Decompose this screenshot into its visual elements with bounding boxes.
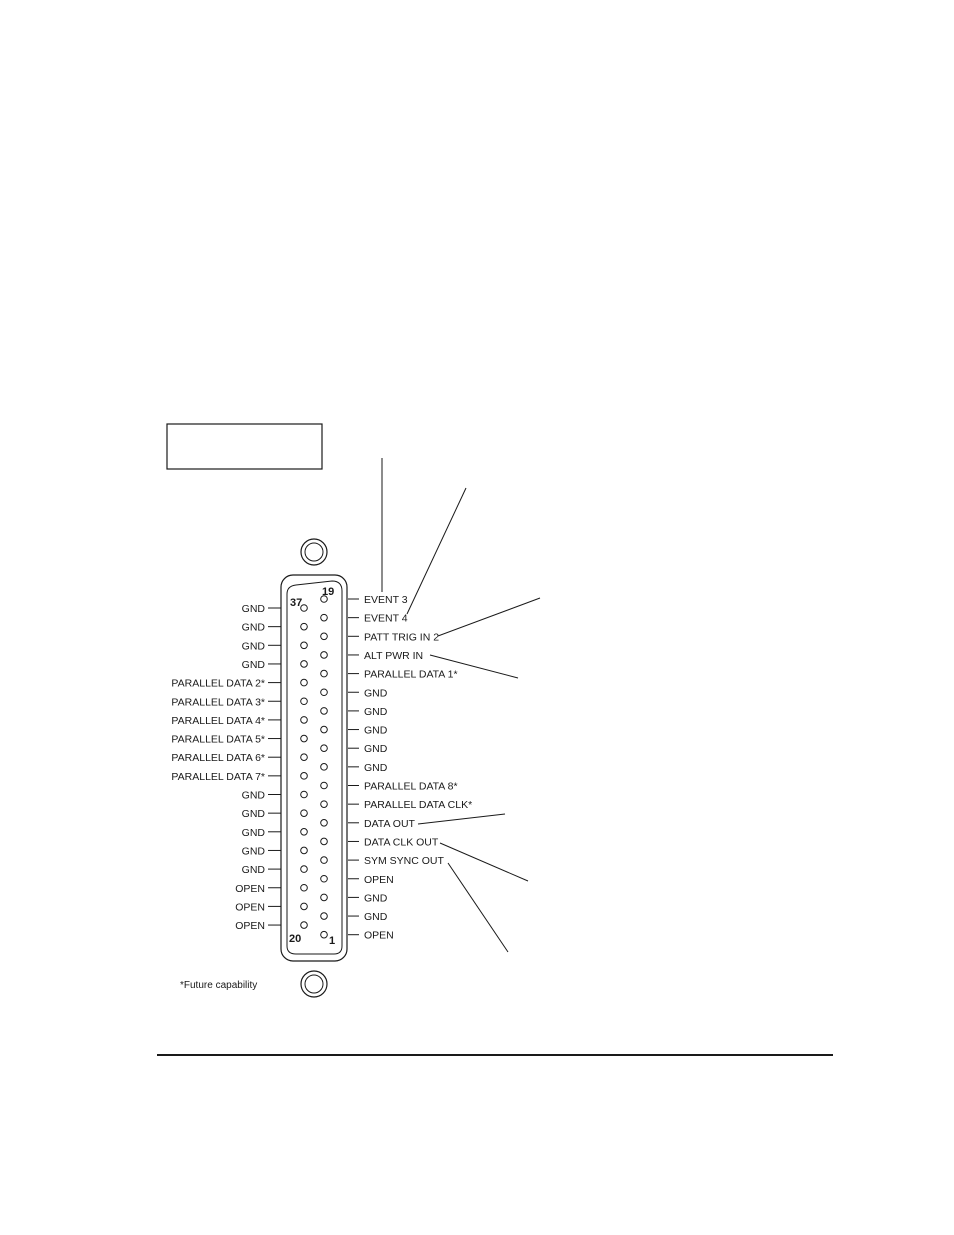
pin-right-2 xyxy=(320,632,328,641)
pin-right-5 xyxy=(320,688,328,697)
pin-right-11 xyxy=(320,800,328,808)
pin-label-left-15: OPEN xyxy=(235,883,265,895)
pin-right-14 xyxy=(320,856,328,864)
pin-label-right-2: PATT TRIG IN 2 xyxy=(364,631,439,643)
pin-label-left-0: GND xyxy=(242,603,266,615)
pin-label-left-10: GND xyxy=(242,790,266,802)
pin-number-37: 37 xyxy=(290,597,302,609)
pin-right-10 xyxy=(320,781,328,790)
pin-right-8 xyxy=(320,744,328,753)
pin-label-left-13: GND xyxy=(242,845,266,857)
mounting-screw-top xyxy=(300,538,328,566)
pin-label-right-11: PARALLEL DATA CLK* xyxy=(364,799,472,811)
pin-label-left-12: GND xyxy=(242,827,266,839)
pin-label-right-3: ALT PWR IN xyxy=(364,650,423,662)
pin-left-6 xyxy=(300,716,308,724)
pin-label-left-11: GND xyxy=(242,808,266,820)
pin-number-19: 19 xyxy=(322,586,334,598)
pin-left-1 xyxy=(300,622,308,631)
pin-number-20: 20 xyxy=(289,933,301,945)
pin-label-left-2: GND xyxy=(242,640,266,652)
right-pin-column: EVENT 3 EVENT 4 PATT TRIG IN 2 ALT PWR IN PA… xyxy=(320,594,472,942)
pin-right-13 xyxy=(320,837,328,846)
pin-left-2 xyxy=(300,641,308,650)
pin-left-12 xyxy=(300,828,308,836)
mounting-screw-bottom xyxy=(300,970,328,998)
pin-label-right-15: OPEN xyxy=(364,874,394,886)
pin-label-right-5: GND xyxy=(364,687,388,699)
pin-label-left-1: GND xyxy=(242,622,266,634)
pin-right-15 xyxy=(320,874,328,883)
pin-right-18 xyxy=(320,930,328,939)
pin-label-left-4: PARALLEL DATA 2* xyxy=(171,678,265,690)
connector-shell-inner xyxy=(286,580,343,955)
pin-label-left-7: PARALLEL DATA 5* xyxy=(171,734,265,746)
pin-right-6 xyxy=(320,707,328,715)
pin-right-1 xyxy=(320,613,328,622)
left-pin-column: GND GND GND GND PARALLEL DATA 2* PARALLEL DAT… xyxy=(171,603,308,932)
pin-left-13 xyxy=(300,846,308,855)
pin-label-right-14: SYM SYNC OUT xyxy=(364,855,445,867)
pin-number-1: 1 xyxy=(329,935,335,947)
pin-left-15 xyxy=(300,883,308,892)
pin-left-14 xyxy=(300,865,308,873)
pin-right-16 xyxy=(320,893,328,902)
pin-left-5 xyxy=(300,697,308,706)
pin-left-3 xyxy=(300,660,308,668)
pin-label-left-6: PARALLEL DATA 4* xyxy=(171,715,265,727)
pin-label-right-8: GND xyxy=(364,743,388,755)
pin-right-12 xyxy=(320,819,328,827)
pin-label-right-16: GND xyxy=(364,892,388,904)
pin-label-left-9: PARALLEL DATA 7* xyxy=(171,771,265,783)
pin-left-17 xyxy=(300,921,308,929)
pin-left-7 xyxy=(300,734,308,743)
pin-label-right-13: DATA CLK OUT xyxy=(364,836,439,848)
pin-left-10 xyxy=(300,790,308,799)
pin-label-right-10: PARALLEL DATA 8* xyxy=(364,781,458,793)
footnote: *Future capability xyxy=(180,980,257,991)
pin-right-3 xyxy=(320,651,328,659)
pin-right-0 xyxy=(320,595,328,603)
pin-label-left-14: GND xyxy=(242,864,266,876)
pin-left-4 xyxy=(300,678,308,687)
pin-label-right-9: GND xyxy=(364,762,388,774)
pin-label-right-7: GND xyxy=(364,725,388,737)
pin-right-17 xyxy=(320,912,328,920)
pin-label-right-17: GND xyxy=(364,911,388,923)
caption-box xyxy=(166,423,323,470)
pin-label-right-4: PARALLEL DATA 1* xyxy=(364,669,458,681)
pin-label-right-0: EVENT 3 xyxy=(364,594,408,606)
pin-label-right-6: GND xyxy=(364,706,388,718)
pin-label-right-18: OPEN xyxy=(364,930,394,942)
pin-label-left-5: PARALLEL DATA 3* xyxy=(171,696,265,708)
pin-right-7 xyxy=(320,725,328,734)
pin-label-left-16: OPEN xyxy=(235,901,265,913)
pin-label-left-3: GND xyxy=(242,659,266,671)
pin-left-9 xyxy=(300,772,308,780)
connector-shell-outer xyxy=(280,574,348,962)
pin-label-right-12: DATA OUT xyxy=(364,818,416,830)
pin-left-8 xyxy=(300,753,308,762)
callout-lines xyxy=(381,458,541,953)
pin-left-0 xyxy=(300,604,308,612)
pin-label-right-1: EVENT 4 xyxy=(364,613,408,625)
pin-left-11 xyxy=(300,809,308,817)
pin-right-9 xyxy=(320,763,328,771)
pin-label-left-17: OPEN xyxy=(235,920,265,932)
pin-label-left-8: PARALLEL DATA 6* xyxy=(171,752,265,764)
pin-left-16 xyxy=(300,902,308,911)
pin-right-4 xyxy=(320,669,328,678)
